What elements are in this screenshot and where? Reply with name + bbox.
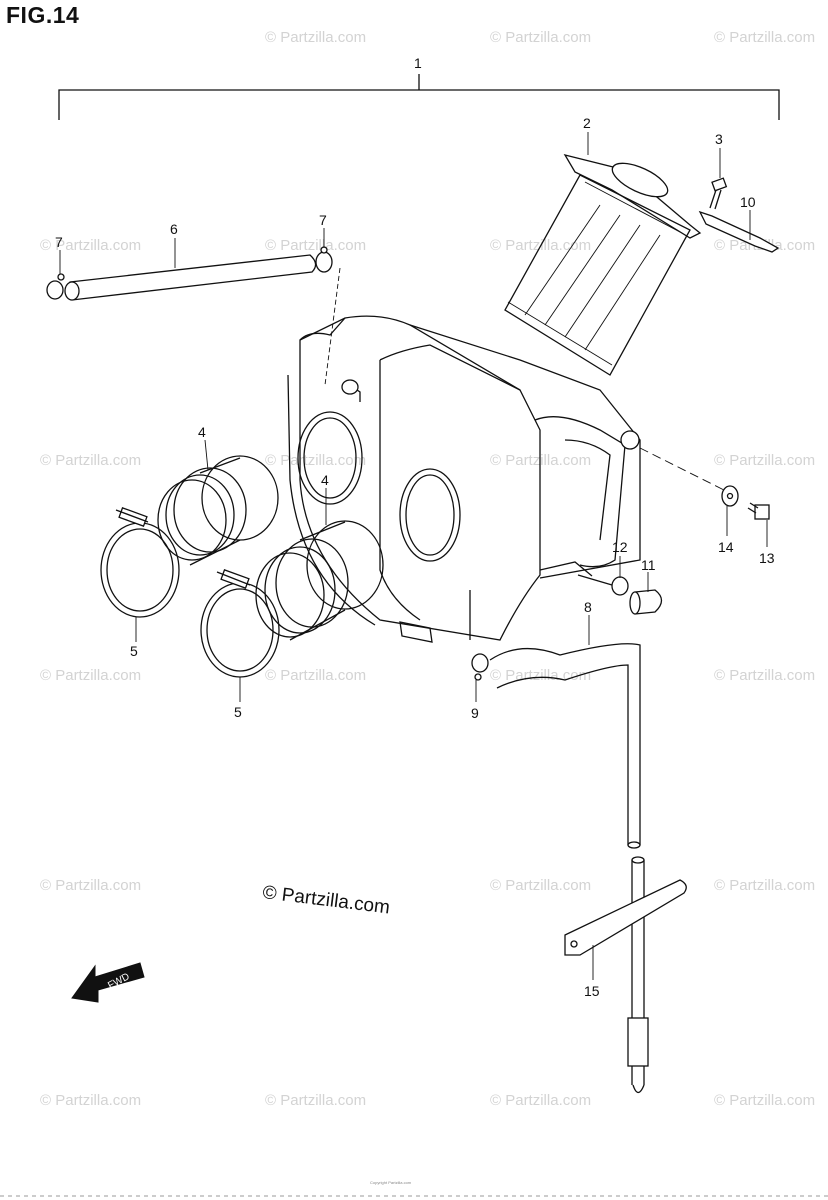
watermark: © Partzilla.com [490, 1092, 591, 1109]
callout-10: 10 [740, 194, 756, 210]
footer-copyright: Copyright Partzilla.com [370, 1180, 412, 1185]
watermark: © Partzilla.com [714, 877, 815, 894]
callout-13: 13 [759, 550, 775, 566]
washer-14 [721, 485, 739, 507]
main-watermark: © Partzilla.com [261, 882, 391, 918]
callout-4: 4 [321, 472, 329, 488]
air-filter-element [504, 153, 702, 376]
bracket-10 [698, 210, 780, 253]
callout-14: 14 [718, 539, 734, 555]
watermark: © Partzilla.com [714, 29, 815, 46]
callout-3: 3 [715, 131, 723, 147]
watermark: © Partzilla.com [490, 29, 591, 46]
watermark: © Partzilla.com [265, 29, 366, 46]
watermark: © Partzilla.com [714, 452, 815, 469]
watermark: © Partzilla.com [40, 667, 141, 684]
callout-5: 5 [234, 704, 242, 720]
callout-7: 7 [319, 212, 327, 228]
plug-11 [629, 589, 663, 615]
callout-4: 4 [198, 424, 206, 440]
drain-hose-6 [46, 246, 341, 386]
watermark: © Partzilla.com [40, 452, 141, 469]
callout-8: 8 [584, 599, 592, 615]
front-arrow-indicator: FWD [71, 962, 145, 1003]
clamp-12 [577, 574, 629, 596]
clamp-left [100, 507, 180, 618]
drain-hose-8 [489, 643, 641, 849]
watermark: © Partzilla.com [40, 237, 141, 254]
watermark: © Partzilla.com [490, 667, 591, 684]
bolt-13 [747, 502, 770, 520]
hose-clamp-15 [564, 879, 687, 956]
watermark: © Partzilla.com [265, 1092, 366, 1109]
watermark: © Partzilla.com [714, 1092, 815, 1109]
watermark: © Partzilla.com [714, 667, 815, 684]
callout-11: 11 [641, 557, 656, 573]
watermark: © Partzilla.com [265, 667, 366, 684]
assembly-bracket [58, 74, 780, 120]
intake-joint-left [157, 455, 279, 566]
watermark: © Partzilla.com [40, 1092, 141, 1109]
watermark-group: © Partzilla.com © Partzilla.com © Partzi… [40, 29, 815, 1109]
drain-hose-lower [627, 856, 649, 1094]
leader-dash [639, 447, 725, 491]
callout-6: 6 [170, 221, 178, 237]
watermark: © Partzilla.com [490, 877, 591, 894]
figure-title: FIG.14 [6, 2, 80, 28]
callout-2: 2 [583, 115, 591, 131]
watermark: © Partzilla.com [265, 237, 366, 254]
screw-3 [709, 177, 728, 210]
watermark: © Partzilla.com [265, 452, 366, 469]
clamp-9 [471, 653, 489, 681]
callout-7: 7 [55, 234, 63, 250]
watermark: © Partzilla.com [40, 877, 141, 894]
leader-lines [59, 132, 768, 980]
callout-1: 1 [414, 55, 422, 71]
callout-15: 15 [584, 983, 600, 999]
intake-joint-right [255, 520, 384, 641]
callout-12: 12 [612, 539, 628, 555]
callout-5: 5 [130, 643, 138, 659]
callout-9: 9 [471, 705, 479, 721]
clamp-right [200, 569, 280, 678]
air-cleaner-case [287, 315, 641, 643]
callout-numbers: 1 2 3 4 4 5 5 6 7 7 8 9 10 11 12 13 14 1… [55, 55, 775, 999]
